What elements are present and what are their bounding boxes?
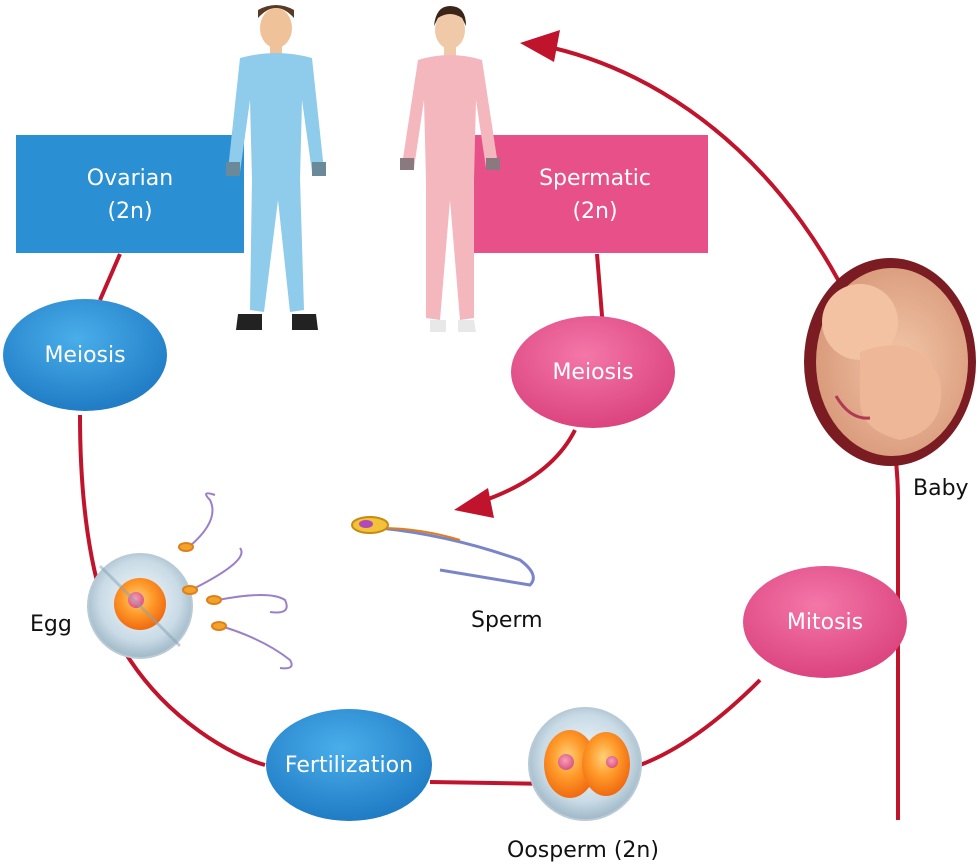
- sperm-swarm-icon: [178, 492, 293, 670]
- mitosis-oval: [743, 566, 907, 678]
- sperm-icon: [351, 516, 535, 587]
- ovarian-title: Ovarian: [86, 166, 174, 191]
- ovarian-box: [16, 135, 244, 253]
- baby-caption: Baby: [913, 476, 969, 501]
- fertilization-label: Fertilization: [284, 752, 414, 778]
- meiosis-left-oval: [3, 299, 167, 411]
- zygote-icon: [528, 707, 642, 821]
- ovarian-ploidy: (2n): [107, 199, 153, 224]
- mitosis-label: Mitosis: [786, 609, 864, 635]
- ovarian-label: Ovarian (2n): [16, 150, 244, 240]
- spermatic-ploidy: (2n): [572, 199, 618, 224]
- sperm-caption: Sperm: [471, 608, 543, 633]
- meiosis-right-label: Meiosis: [552, 359, 634, 385]
- arrowhead-sperm: [454, 488, 494, 518]
- connector-spermatic-meiosis: [595, 253, 605, 329]
- meiosis-left-label: Meiosis: [44, 342, 126, 368]
- egg-cell-icon: [87, 553, 193, 659]
- man-figure: [226, 5, 326, 330]
- woman-figure: [400, 6, 500, 332]
- fertilization-oval: [266, 709, 432, 821]
- egg-caption: Egg: [30, 612, 72, 637]
- oosperm-caption: Oosperm (2n): [507, 838, 659, 863]
- spermatic-title: Spermatic: [539, 166, 651, 191]
- cycle-arc-mitosis-oosperm: [639, 678, 762, 767]
- meiosis-right-oval: [511, 316, 675, 428]
- spermatic-label: Spermatic (2n): [482, 150, 708, 240]
- arrowhead-top: [520, 30, 560, 62]
- connector-ovarian-meiosis: [98, 253, 122, 301]
- arrow-meiosis-sperm: [479, 429, 577, 504]
- fetus-icon: [804, 258, 976, 466]
- spermatic-box: [470, 135, 708, 253]
